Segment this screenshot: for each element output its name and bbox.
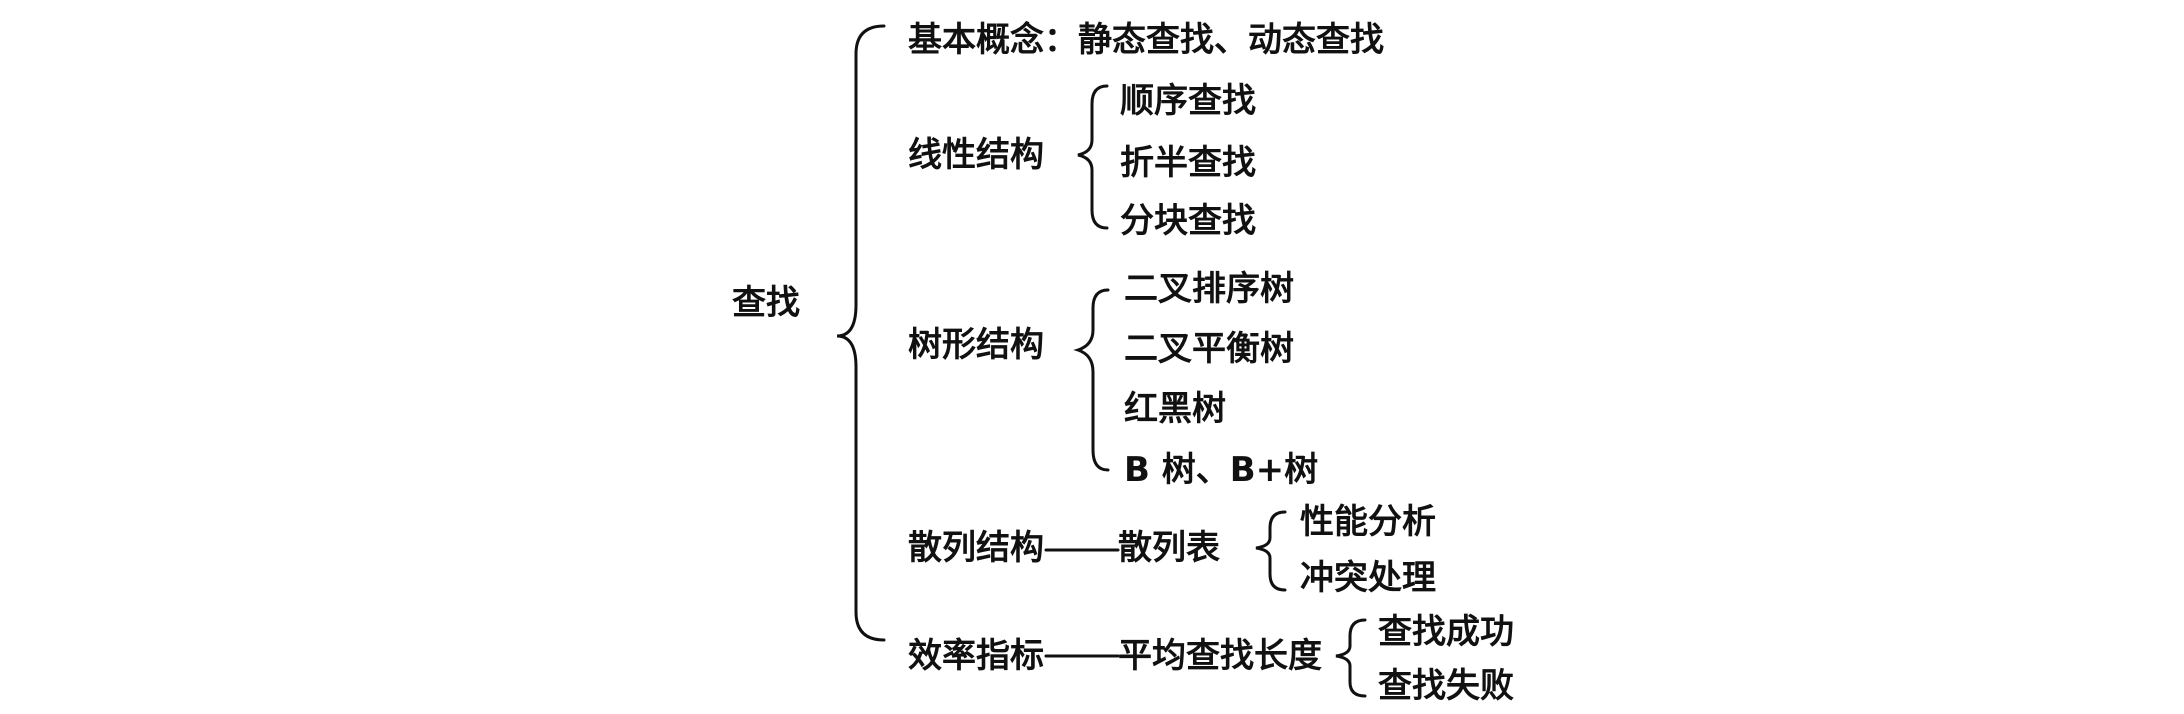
tree-item: 红黑树 bbox=[1124, 389, 1226, 429]
tree-brace bbox=[1073, 288, 1110, 472]
root-brace bbox=[836, 24, 886, 642]
efficiency-brace bbox=[1335, 618, 1367, 698]
tree-item: 二叉平衡树 bbox=[1124, 329, 1294, 369]
tree-structure-label: 树形结构 bbox=[908, 325, 1044, 365]
efficiency-item: 查找成功 bbox=[1378, 612, 1514, 652]
linear-brace bbox=[1077, 84, 1109, 230]
hash-brace bbox=[1255, 510, 1287, 592]
tree-item: 二叉排序树 bbox=[1124, 269, 1294, 309]
tree-item: B 树、B+树 bbox=[1124, 450, 1319, 490]
hash-table-label: 散列表 bbox=[1118, 528, 1220, 568]
root-label: 查找 bbox=[732, 283, 800, 323]
linear-item: 分块查找 bbox=[1120, 201, 1256, 241]
hash-item: 性能分析 bbox=[1300, 502, 1436, 542]
average-search-length-label: 平均查找长度 bbox=[1118, 636, 1322, 676]
efficiency-label: 效率指标 bbox=[908, 636, 1044, 676]
efficiency-item: 查找失败 bbox=[1378, 666, 1514, 706]
hash-structure-label: 散列结构 bbox=[908, 528, 1044, 568]
linear-item: 顺序查找 bbox=[1120, 81, 1256, 121]
linear-item: 折半查找 bbox=[1120, 143, 1256, 183]
linear-structure-label: 线性结构 bbox=[908, 135, 1044, 175]
hash-item: 冲突处理 bbox=[1300, 558, 1436, 598]
basic-concept-label: 基本概念：静态查找、动态查找 bbox=[908, 20, 1384, 60]
